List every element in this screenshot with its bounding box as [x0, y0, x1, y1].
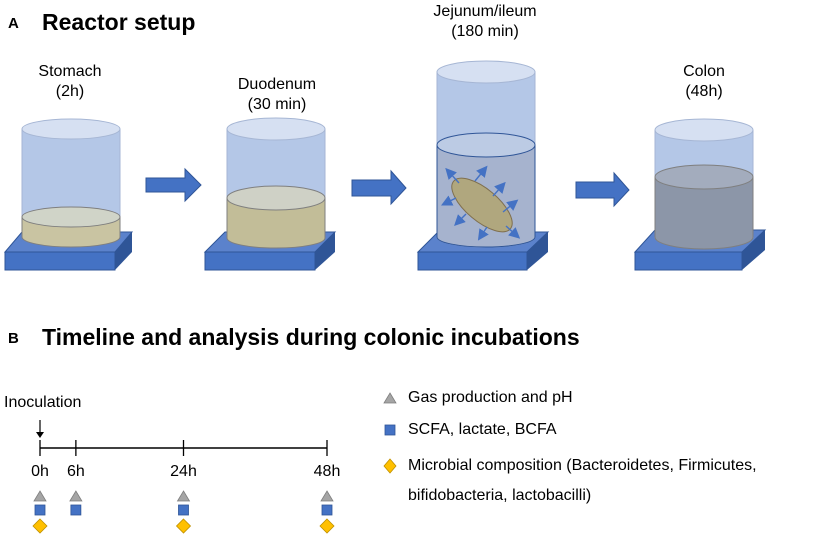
stage-duration: (180 min) — [451, 23, 519, 40]
triangle-marker-icon — [33, 490, 47, 502]
reactor-colon — [633, 118, 767, 271]
timepoint-label: 0h — [31, 463, 49, 480]
stage-name: Duodenum — [237, 76, 317, 93]
diamond-marker-icon — [175, 518, 192, 534]
legend-square-icon — [384, 424, 396, 436]
triangle-marker-icon — [69, 490, 83, 502]
fluid-duodenum — [226, 197, 326, 249]
legend-markers — [383, 392, 397, 474]
stage-duration: (30 min) — [247, 96, 307, 113]
panel-a-letter: A — [8, 15, 19, 32]
reactor-jejunum — [416, 60, 550, 271]
timepoint-label: 48h — [313, 463, 341, 480]
triangle-marker-icon — [320, 490, 334, 502]
stage-label-duodenum: Duodenum (30 min) — [207, 75, 347, 115]
stage-name: Jejunum/ileum — [433, 3, 537, 20]
diamond-marker-icon — [32, 518, 48, 534]
panel-b-letter: B — [8, 330, 19, 347]
reactor-duodenum — [203, 117, 337, 271]
fluid-colon — [654, 176, 754, 250]
legend-item-microbial-line2: bifidobacteria, lactobacilli) — [408, 487, 592, 504]
legend-diamond-icon — [383, 458, 397, 474]
stage-label-colon: Colon (48h) — [634, 62, 774, 102]
triangle-marker-icon — [176, 490, 191, 502]
fluid-surface — [654, 164, 754, 190]
vessel-rim — [654, 118, 754, 142]
inoculation-arrow-head — [36, 432, 44, 438]
vessel-rim — [436, 60, 536, 84]
panel-a-title: Reactor setup — [42, 9, 196, 35]
diamond-marker-icon — [319, 518, 335, 534]
inoculation-label: Inoculation — [4, 394, 82, 411]
legend-triangle-icon — [383, 392, 397, 404]
square-marker-icon — [178, 504, 189, 516]
arrow-right-icon — [145, 167, 202, 203]
fluid-surface — [21, 206, 121, 228]
square-marker-icon — [321, 504, 333, 516]
timepoint-label: 6h — [66, 463, 85, 480]
arrow-right-icon — [575, 171, 630, 208]
expansion-arrows — [440, 165, 521, 241]
fluid-surface — [226, 185, 326, 211]
legend-item-gas: Gas production and pH — [408, 389, 573, 406]
timeline — [32, 420, 335, 534]
stage-duration: (2h) — [55, 83, 85, 100]
legend-item-microbial: Microbial composition (Bacteroidetes, Fi… — [408, 457, 757, 474]
square-marker-icon — [70, 504, 82, 516]
stage-name: Stomach — [38, 63, 102, 80]
stage-label-stomach: Stomach (2h) — [0, 62, 140, 102]
fluid-surface — [436, 132, 536, 158]
stage-label-jejunum: Jejunum/ileum (180 min) — [415, 2, 555, 42]
panel-b-title: Timeline and analysis during colonic inc… — [42, 324, 580, 350]
timepoint-label: 24h — [170, 463, 197, 480]
stage-duration: (48h) — [685, 83, 723, 100]
reactor-stomach — [3, 118, 134, 271]
arrow-right-icon — [351, 169, 407, 206]
legend-item-scfa: SCFA, lactate, BCFA — [408, 421, 557, 438]
vessel-rim — [226, 117, 326, 141]
vessel-rim — [21, 118, 121, 140]
square-marker-icon — [34, 504, 46, 516]
stage-name: Colon — [683, 63, 725, 80]
